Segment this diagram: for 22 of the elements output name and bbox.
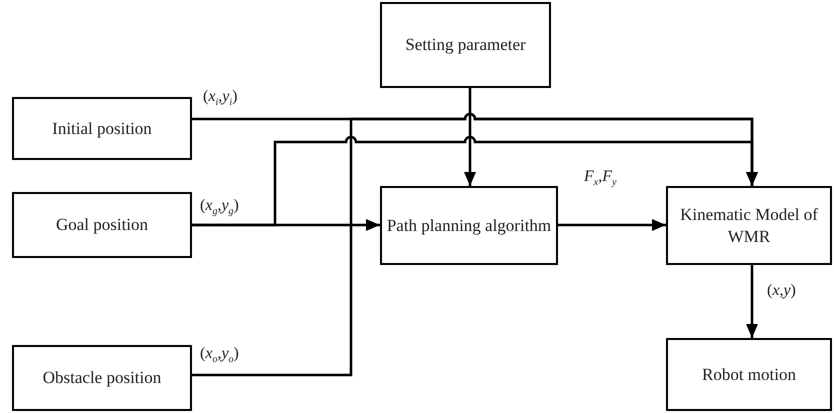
box-label: Obstacle position — [42, 367, 162, 389]
box-label: Kinematic Model of WMR — [679, 204, 819, 247]
process-box — [666, 186, 832, 265]
arrow — [192, 114, 758, 376]
process-box — [380, 186, 558, 265]
edge-label: (x,y) — [766, 282, 797, 300]
process-box — [12, 192, 192, 258]
arrow — [746, 265, 758, 338]
edge-label: (x$_{g}$,y$_{g}$) — [199, 197, 240, 218]
box-label: Initial position — [51, 118, 153, 140]
box-label: Robot motion — [701, 364, 797, 386]
box-label: Goal position — [54, 214, 150, 236]
process-box — [12, 345, 192, 411]
edge-label: F$_{x}$,F$_{y}$ — [583, 168, 618, 188]
arrow — [464, 88, 476, 186]
box-label: Setting parameter — [404, 34, 527, 56]
box-label: Path planning algorithm — [386, 214, 552, 236]
process-box — [666, 338, 832, 411]
edge-label: (x$_{o}$,y$_{o}$) — [199, 345, 240, 366]
process-box — [12, 97, 192, 160]
arrow — [558, 219, 666, 231]
process-box — [380, 2, 551, 88]
